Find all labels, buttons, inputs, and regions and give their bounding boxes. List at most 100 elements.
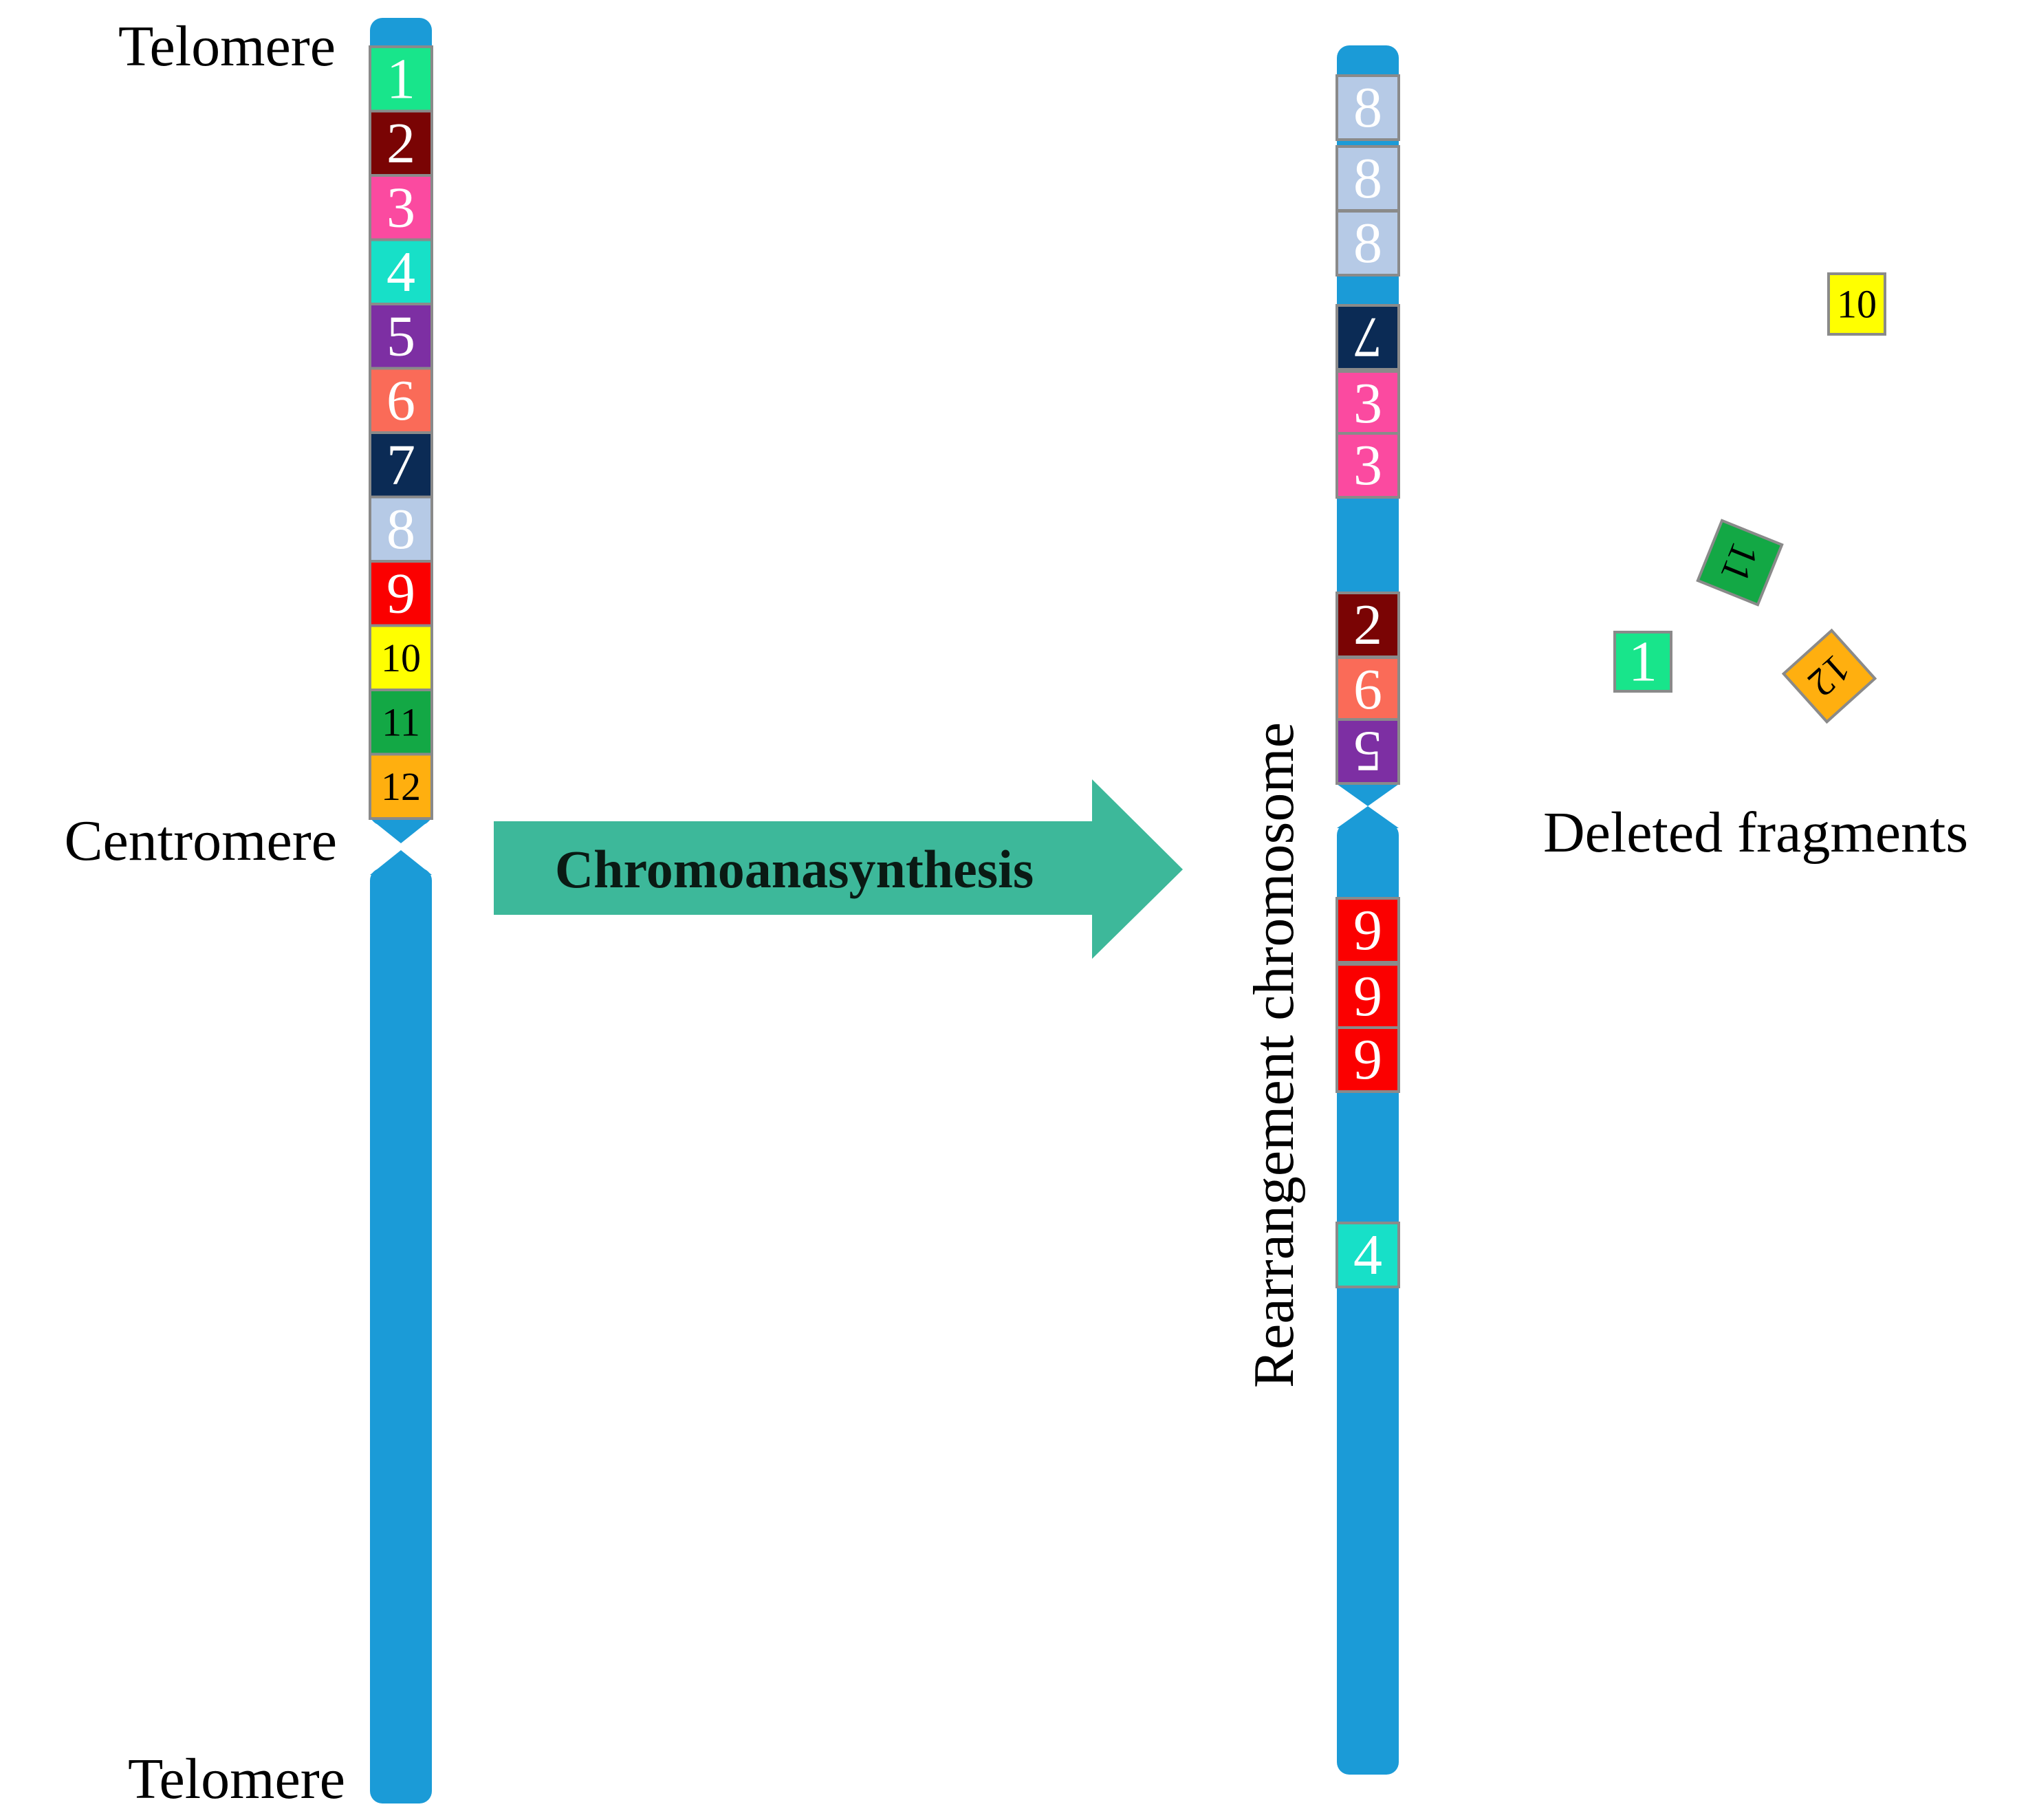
segment-block <box>1781 628 1877 724</box>
segment-label: 3 <box>386 175 415 239</box>
segment-11: 11 <box>1696 519 1784 607</box>
segment-11: 11 <box>369 689 433 756</box>
segment-block <box>1335 304 1400 371</box>
segment-label: 9 <box>386 561 415 625</box>
arrow-shape <box>494 779 1183 959</box>
segment-block <box>1335 1222 1400 1288</box>
segment-label: 3 <box>1353 433 1382 497</box>
segment-3: 3 <box>1335 370 1400 437</box>
segment-9: 9 <box>1335 1026 1400 1093</box>
segment-4: 4 <box>1335 1222 1400 1288</box>
process-arrow: Chromoanasynthesis <box>494 779 1183 959</box>
segment-label: 8 <box>386 497 415 561</box>
segment-block <box>1335 897 1400 964</box>
segment-block <box>1335 718 1400 785</box>
segment-block <box>1335 210 1400 277</box>
segment-8: 8 <box>369 495 433 563</box>
segment-label: 8 <box>1353 211 1382 275</box>
segment-label: 8 <box>1353 147 1382 210</box>
segment-label: 5 <box>386 304 415 368</box>
segment-block <box>369 45 433 113</box>
segment-label: 11 <box>382 700 420 744</box>
segment-3: 3 <box>369 174 433 241</box>
segment-block <box>1335 74 1400 141</box>
segment-block <box>1827 272 1886 336</box>
segment-8: 8 <box>1335 145 1400 212</box>
segment-10: 10 <box>1827 272 1886 336</box>
segment-1: 1 <box>1613 630 1672 694</box>
segment-9: 9 <box>1335 897 1400 964</box>
telomere-bottom-label: Telomere <box>128 1747 345 1811</box>
segment-label: 6 <box>1353 658 1382 722</box>
centromere-label: Centromere <box>65 809 338 873</box>
original-centromere-pinch-lower <box>370 850 432 875</box>
segment-label: 9 <box>1353 898 1382 962</box>
segment-label: 12 <box>381 764 421 809</box>
segment-5: 5 <box>1335 718 1400 785</box>
segment-block <box>1335 1026 1400 1093</box>
segment-label: 2 <box>386 111 415 175</box>
segment-3: 3 <box>1335 432 1400 499</box>
segment-9: 9 <box>1335 963 1400 1030</box>
segment-7: 7 <box>369 431 433 499</box>
segment-label: 7 <box>1353 305 1382 369</box>
segment-block <box>369 174 433 241</box>
segment-block <box>369 238 433 305</box>
segment-7: 7 <box>1335 304 1400 371</box>
segment-label: 7 <box>386 433 415 497</box>
telomere-top-label: Telomere <box>118 14 336 78</box>
segment-block <box>1335 432 1400 499</box>
segment-label: 5 <box>1353 719 1382 783</box>
deleted-fragments-label: Deleted fragments <box>1543 801 1968 865</box>
segment-block <box>369 560 433 627</box>
segment-5: 5 <box>369 303 433 370</box>
arrow-label: Chromoanasynthesis <box>555 839 1034 899</box>
segment-label: 4 <box>386 240 415 304</box>
segment-block <box>1696 519 1784 607</box>
segment-block <box>369 367 433 434</box>
segment-10: 10 <box>369 624 433 691</box>
segment-2: 2 <box>369 109 433 177</box>
rearranged-chromosome-label: Rearrangement chromosome <box>1242 722 1306 1388</box>
segment-label: 10 <box>1837 282 1877 327</box>
segment-9: 9 <box>369 560 433 627</box>
segment-label: 10 <box>381 636 421 680</box>
segment-label: 1 <box>386 47 415 111</box>
segment-8: 8 <box>1335 210 1400 277</box>
rearranged-centromere-pinch <box>1337 784 1399 806</box>
segment-block <box>369 689 433 756</box>
segment-label: 9 <box>1353 964 1382 1028</box>
segment-6: 6 <box>1335 656 1400 723</box>
segment-block <box>1335 963 1400 1030</box>
segment-block <box>1335 656 1400 723</box>
segment-8: 8 <box>1335 74 1400 141</box>
segment-label: 4 <box>1353 1223 1382 1287</box>
segment-6: 6 <box>369 367 433 434</box>
segment-label: 9 <box>1353 1028 1382 1092</box>
segment-block <box>369 495 433 563</box>
segment-label: 3 <box>1353 371 1382 435</box>
original-centromere-pinch <box>370 819 432 843</box>
segment-block <box>1335 592 1400 658</box>
segment-label: 2 <box>1353 593 1382 657</box>
segment-label: 1 <box>1628 630 1657 694</box>
segment-4: 4 <box>369 238 433 305</box>
segment-12: 12 <box>369 752 433 820</box>
segment-12: 12 <box>1781 628 1877 724</box>
rearranged-centromere-pinch-lower <box>1337 806 1399 828</box>
segment-label: 6 <box>386 369 415 433</box>
original-long-arm <box>370 868 432 1803</box>
segment-label: 8 <box>1353 76 1382 140</box>
segment-block <box>1613 631 1672 693</box>
segment-block <box>369 752 433 820</box>
segment-2: 2 <box>1335 592 1400 658</box>
segment-1: 1 <box>369 45 433 113</box>
segment-block <box>369 431 433 499</box>
